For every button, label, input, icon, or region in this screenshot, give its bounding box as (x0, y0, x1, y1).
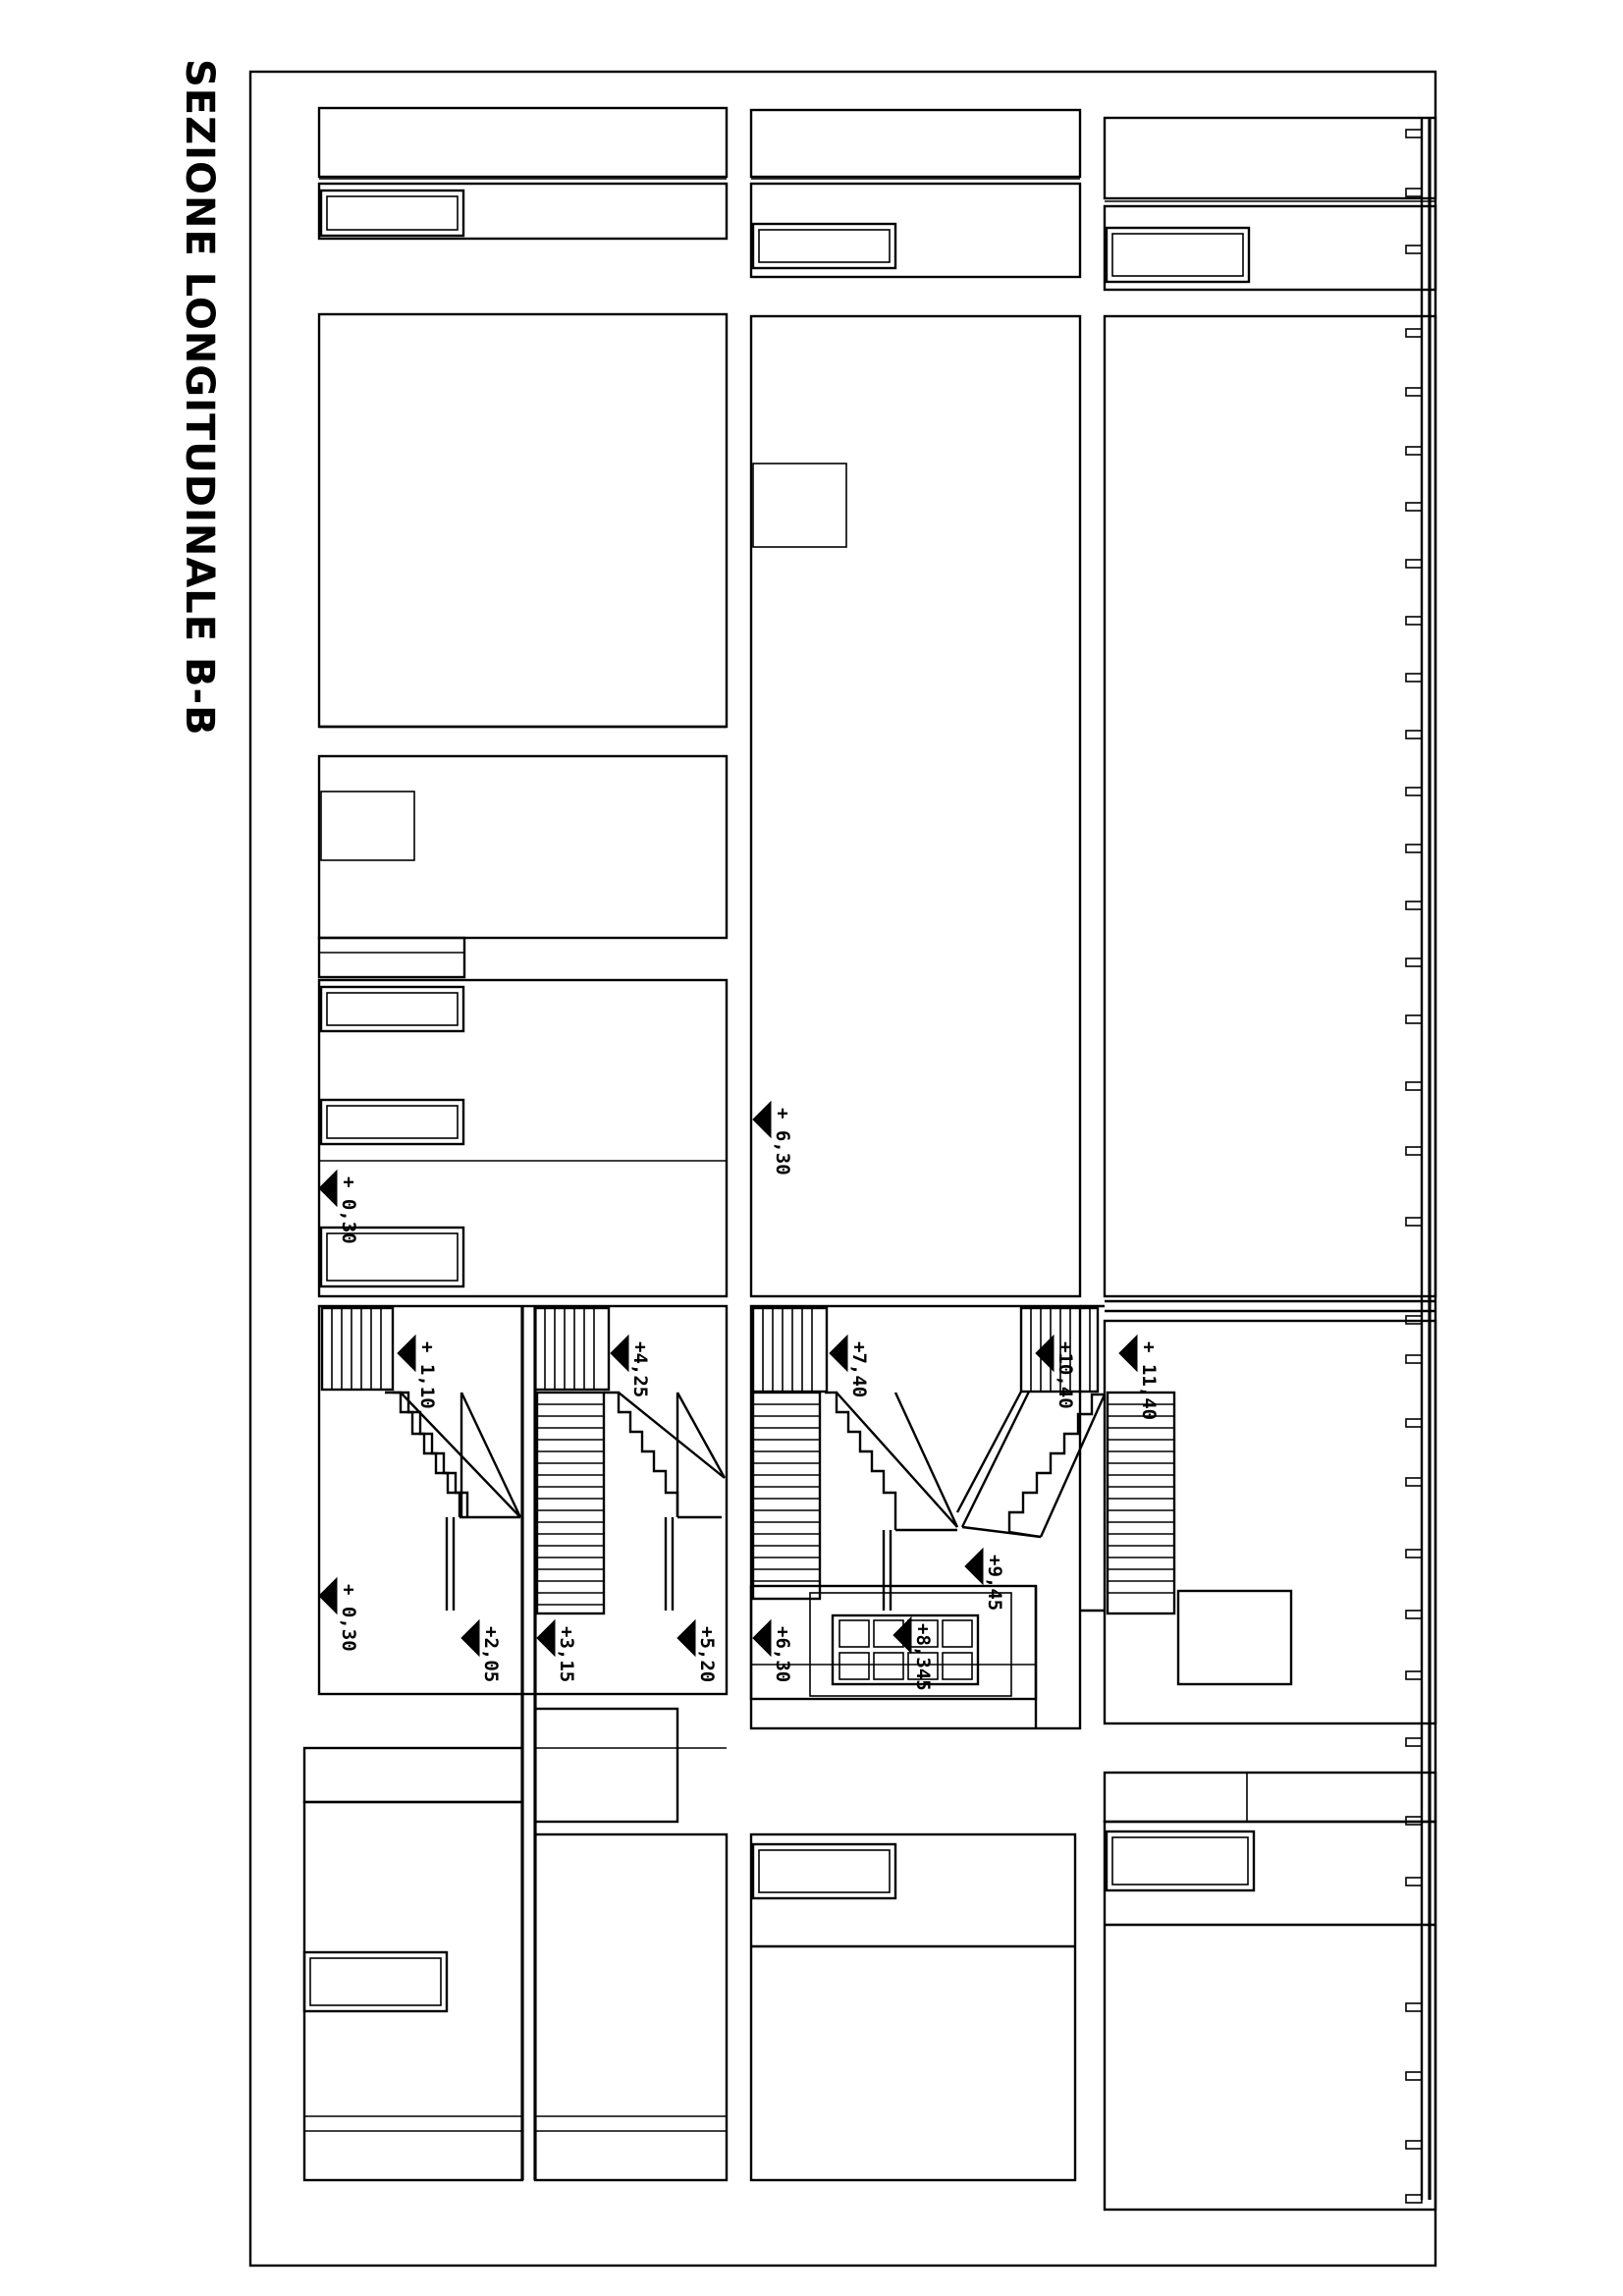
level-label: +5,20 (696, 1626, 718, 1682)
level-marker: +7,40 (829, 1334, 870, 1397)
level-label: +6,30 (772, 1626, 793, 1682)
sheet-frame (248, 70, 1437, 2268)
stair-flight (535, 1391, 606, 1615)
stair-flight (1106, 1391, 1176, 1615)
stair-flight (825, 1391, 959, 1611)
floor-block-lower (302, 1707, 1437, 2212)
level-label: +9,45 (984, 1555, 1005, 1611)
level-label: + 1,10 (416, 1341, 438, 1409)
building-section (302, 106, 1437, 2212)
level-label: + 0,30 (338, 1176, 359, 1244)
stair-flight (955, 1391, 1107, 1539)
level-label: + 0,30 (338, 1584, 359, 1652)
stair-core (317, 1304, 1437, 2180)
facade-anchors (1405, 129, 1423, 2204)
stair-flight (604, 1391, 727, 1611)
floor-block-left (317, 106, 729, 1298)
floor-block-right (1103, 116, 1437, 2200)
floor-block-middle (749, 108, 1082, 1298)
level-marker: + 1,10 (397, 1334, 438, 1409)
level-marker: +6,30 (752, 1618, 793, 1682)
level-label: +7,40 (848, 1341, 870, 1397)
level-marker: +10,40 (1035, 1334, 1076, 1409)
level-markers: + 0,30 + 0,30 + 6,30 + 1,10 +4,25 +7,40 … (318, 1100, 1160, 1691)
level-marker: +5,20 (676, 1618, 718, 1682)
level-label: + 6,30 (772, 1108, 793, 1175)
level-marker: +2,05 (460, 1618, 502, 1682)
level-label: + 11,40 (1138, 1341, 1160, 1420)
level-marker: + 0,30 (318, 1576, 359, 1652)
level-marker: + 6,30 (752, 1100, 793, 1175)
level-label: +8,345 (912, 1623, 934, 1691)
level-marker: +4,25 (610, 1334, 651, 1397)
level-marker: +9,45 (964, 1547, 1005, 1611)
level-marker: + 11,40 (1118, 1334, 1160, 1420)
stair-flight (751, 1391, 822, 1601)
level-label: +2,05 (480, 1626, 502, 1682)
door-panel (831, 1613, 980, 1686)
level-label: +10,40 (1055, 1341, 1076, 1409)
level-marker: +3,15 (536, 1618, 577, 1682)
drawing-title: SEZIONE LONGITUDINALE B-B (177, 59, 222, 737)
stair-flight (385, 1391, 522, 1611)
level-marker: +8,345 (893, 1615, 934, 1691)
level-marker: + 0,30 (318, 1169, 359, 1244)
level-label: +3,15 (556, 1626, 577, 1682)
level-label: +4,25 (629, 1341, 651, 1397)
